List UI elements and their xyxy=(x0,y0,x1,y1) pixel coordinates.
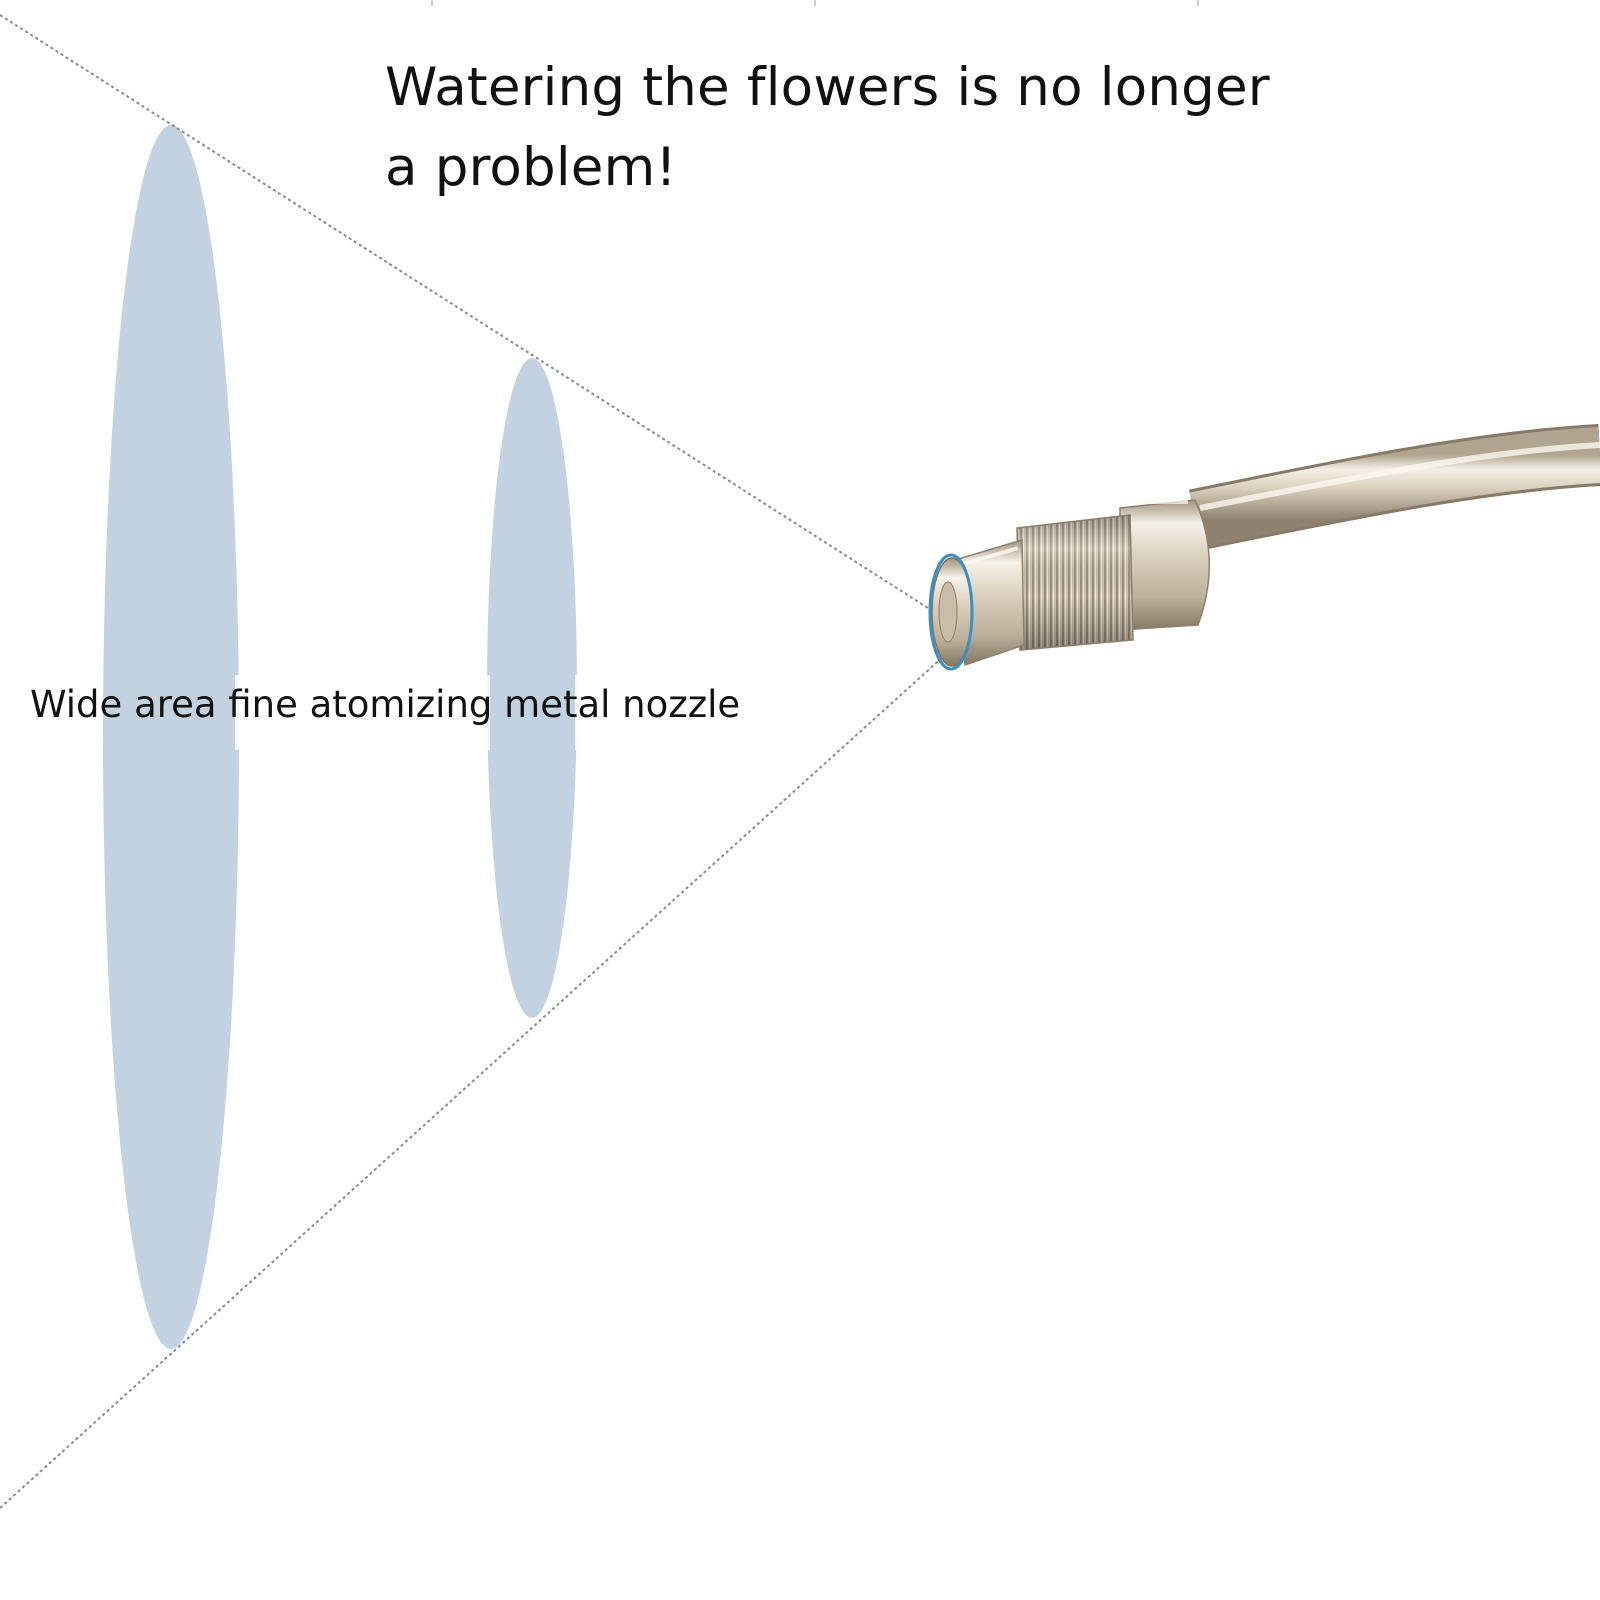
nozzle-outlet-highlight xyxy=(928,553,974,671)
spray-ellipse-small xyxy=(487,358,577,1018)
metal-spray-nozzle-icon xyxy=(928,424,1600,671)
top-edge-ticks xyxy=(431,0,1199,6)
headline: Watering the flowers is no longer a prob… xyxy=(385,57,1270,198)
spray-ellipse-large xyxy=(103,125,239,1349)
caption-backing xyxy=(235,675,490,750)
spray-cone-lower-line xyxy=(0,655,945,1509)
nozzle-caption: Wide area fine atomizing metal nozzle xyxy=(30,683,741,726)
